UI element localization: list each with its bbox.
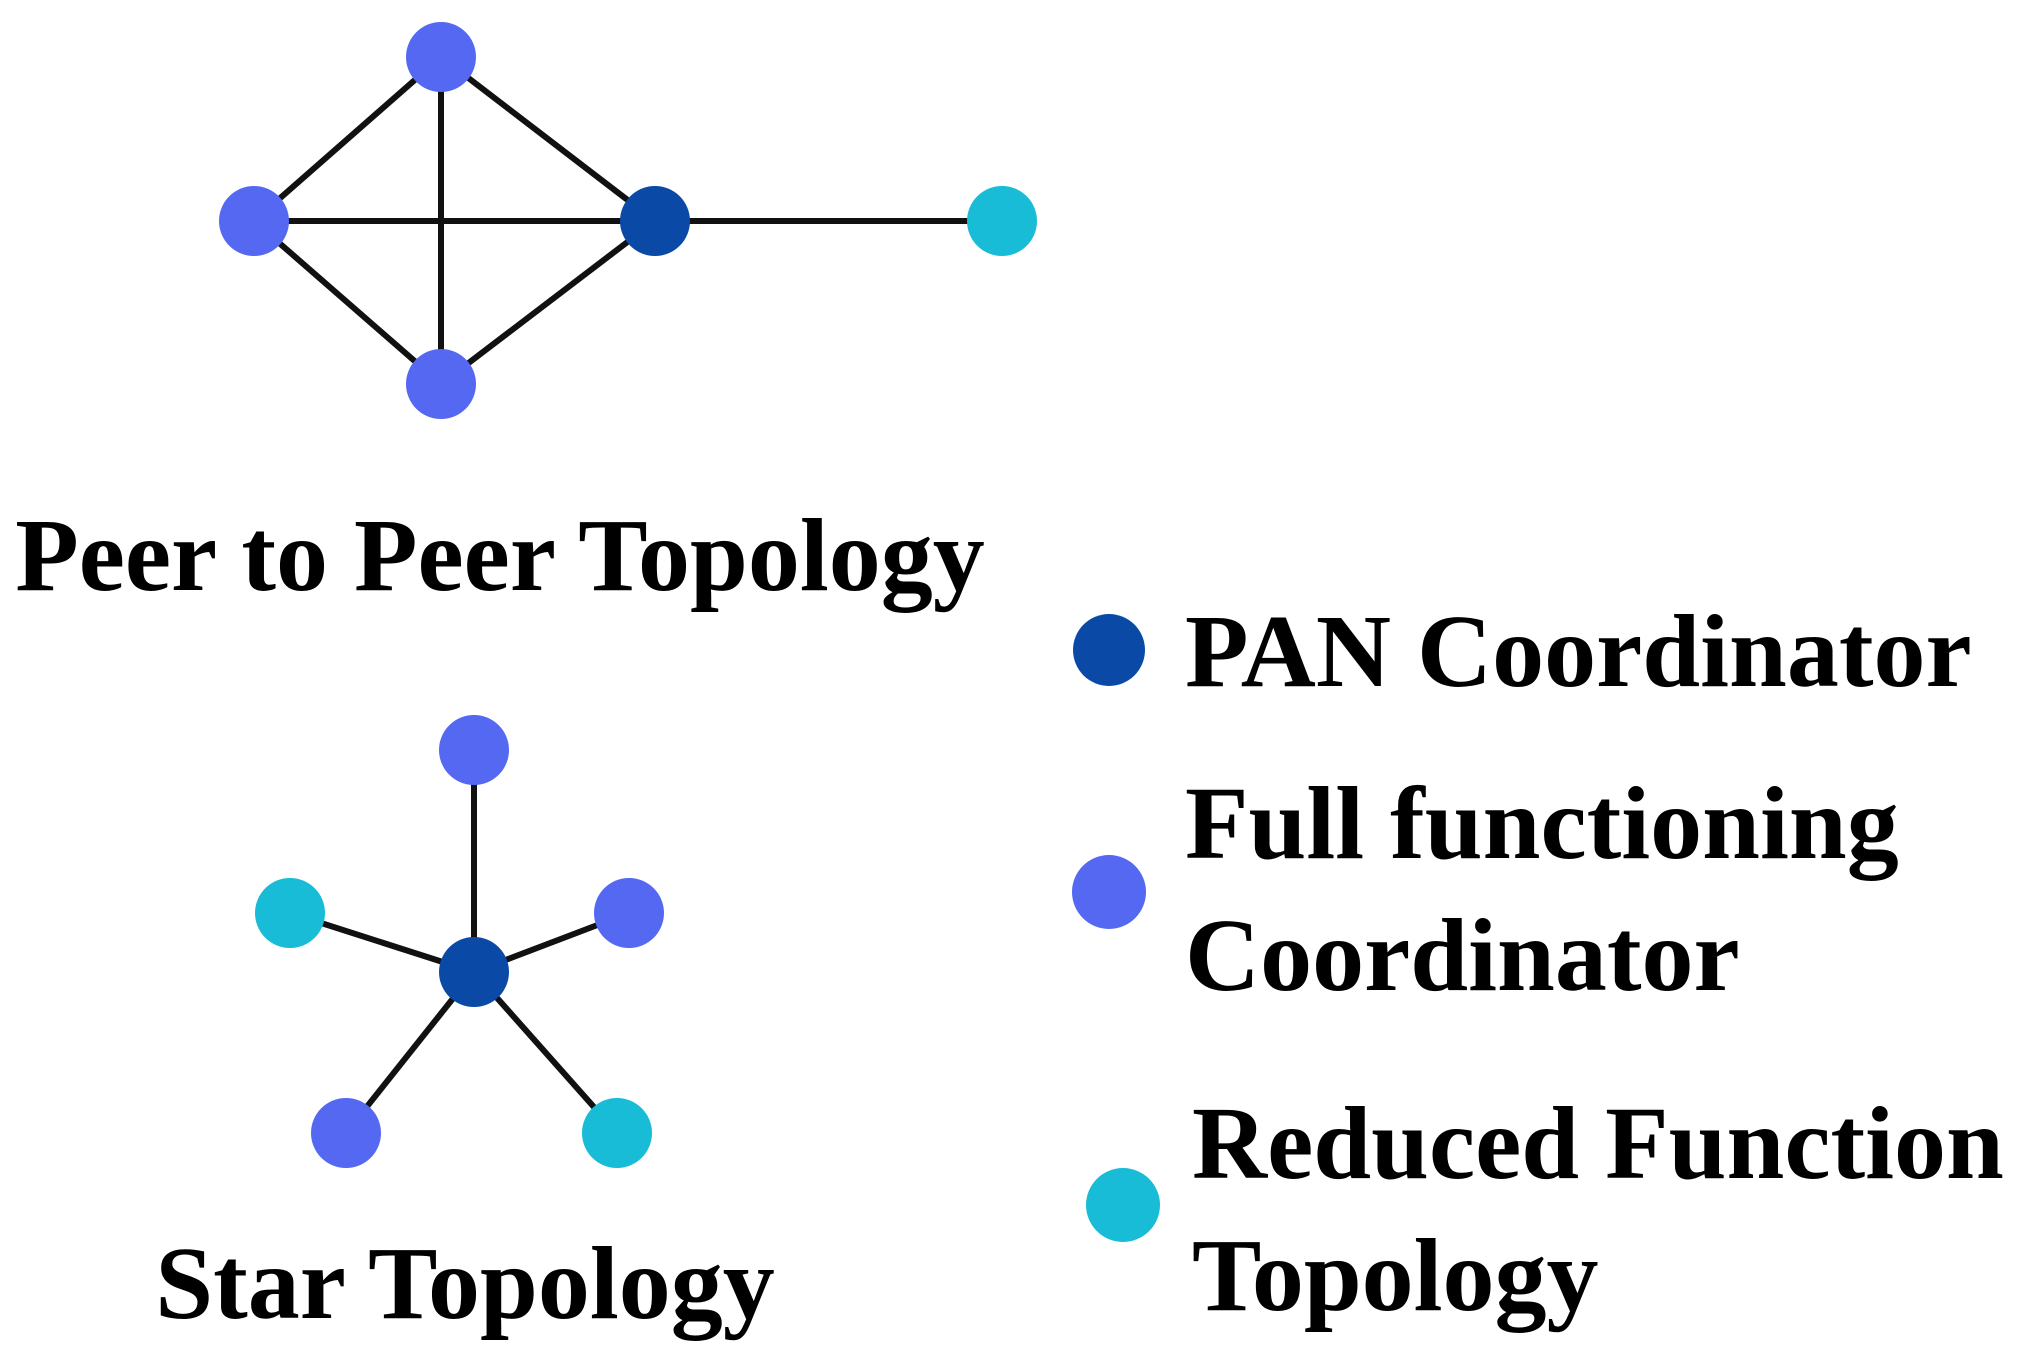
legend-reduced-function-dot <box>1086 1168 1160 1242</box>
star-caption: Star Topology <box>155 1226 774 1341</box>
node-s-top <box>439 715 509 785</box>
edge-p-bottom-p-center <box>438 218 658 387</box>
edge-p-left-p-bottom <box>251 218 444 387</box>
node-s-right <box>594 878 664 948</box>
edge-p-top-p-left <box>251 54 444 224</box>
node-p-bottom <box>406 349 476 419</box>
node-p-left <box>219 186 289 256</box>
legend-full-function-dot <box>1072 855 1146 929</box>
peer-to-peer-nodes <box>219 22 1037 419</box>
node-s-left <box>255 878 325 948</box>
node-s-bottom-right <box>582 1098 652 1168</box>
node-s-center <box>439 937 509 1007</box>
edge-p-top-p-center <box>438 54 658 224</box>
star-topology <box>255 715 664 1168</box>
star-nodes <box>255 715 664 1168</box>
legend-full-label-line2: Coordinator <box>1185 898 1740 1013</box>
peer-to-peer-topology <box>219 22 1037 419</box>
node-p-center <box>620 186 690 256</box>
peer-to-peer-edges <box>251 54 1005 387</box>
node-s-bottom-left <box>311 1098 381 1168</box>
node-p-top <box>406 22 476 92</box>
legend-full-label-line1: Full functioning <box>1185 766 1899 881</box>
legend-reduced-label-line1: Reduced Function <box>1192 1086 2004 1201</box>
legend: PAN Coordinator Full functioning Coordin… <box>1072 594 2004 1333</box>
legend-reduced-label-line2: Topology <box>1192 1218 1599 1333</box>
edge-s-center-s-bottom-right <box>471 969 620 1136</box>
legend-pan-label: PAN Coordinator <box>1185 594 1972 709</box>
peer-to-peer-caption: Peer to Peer Topology <box>15 498 985 613</box>
node-p-right <box>967 186 1037 256</box>
legend-pan-coordinator-dot <box>1073 614 1145 686</box>
